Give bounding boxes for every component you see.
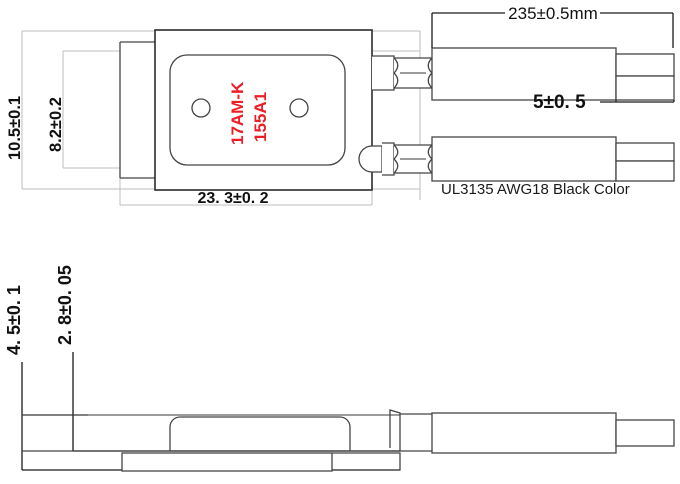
side-base-left-profile (21, 415, 170, 452)
body-marking-line1: 17AM-K (228, 81, 247, 145)
lower-tab-fill (350, 146, 382, 172)
lower-wire-strip-bottom-fill (616, 161, 674, 181)
body-inner-rounded-rect (169, 54, 346, 166)
dimension-overall-height-label: 10.5±0.1 (6, 96, 24, 160)
left-flange-outline (119, 41, 156, 179)
lower-crimp-outline (393, 144, 433, 174)
dimension-inner-height-label: 8.2±0.2 (47, 97, 65, 152)
side-bottom-plate (121, 452, 333, 472)
upper-wire-assembly (372, 47, 675, 101)
lower-wire-assembly (350, 136, 675, 182)
dimension-side-body-label: 2. 8±0. 05 (55, 265, 75, 345)
wire-specification-note: UL3135 AWG18 Black Color (441, 181, 630, 198)
upper-crimp-outline (393, 57, 433, 89)
lower-wire-insulation-fill (432, 137, 616, 181)
lower-terminal-fill (382, 143, 394, 175)
dimension-side-body (72, 352, 400, 452)
side-terminal-tab (389, 409, 401, 451)
dimension-wire-length (431, 12, 674, 48)
top-view-group (21, 12, 675, 206)
upper-wire-strip-bottom-fill (616, 76, 674, 100)
side-wire-strip (615, 419, 675, 447)
dimension-side-total-label: 4. 5±0. 1 (4, 285, 24, 355)
lower-wire-strip-top-fill (616, 143, 674, 161)
side-view-group (21, 352, 675, 472)
upper-wire-strip-top-fill (616, 54, 674, 76)
lower-wire-strip-bottom (615, 160, 675, 182)
side-wire-strip-fill (616, 420, 674, 446)
side-bottom-plate-fill (122, 453, 332, 471)
dimension-strip-length (600, 100, 675, 103)
dimension-wire-length-label: 235±0.5mm (508, 4, 598, 23)
side-body-hump (169, 416, 351, 451)
lower-tab-outline (358, 145, 383, 173)
upper-wire-strip-bottom (615, 75, 675, 101)
mounting-hole-left (191, 98, 211, 118)
side-wire-insulation-fill (432, 413, 616, 453)
side-bottom-plate-right (332, 452, 401, 471)
left-flange-fill (120, 42, 156, 178)
mounting-hole-right (289, 98, 309, 118)
body-outline (154, 29, 373, 191)
dimension-strip-length-label: 5±0. 5 (533, 92, 586, 113)
upper-wire-insulation-fill (432, 48, 616, 100)
dimension-body-length-label: 23. 3±0. 2 (197, 190, 268, 207)
side-wire-stub (400, 413, 432, 452)
body-marking-line2: 155A1 (251, 92, 270, 142)
upper-terminal-fill (372, 56, 394, 90)
